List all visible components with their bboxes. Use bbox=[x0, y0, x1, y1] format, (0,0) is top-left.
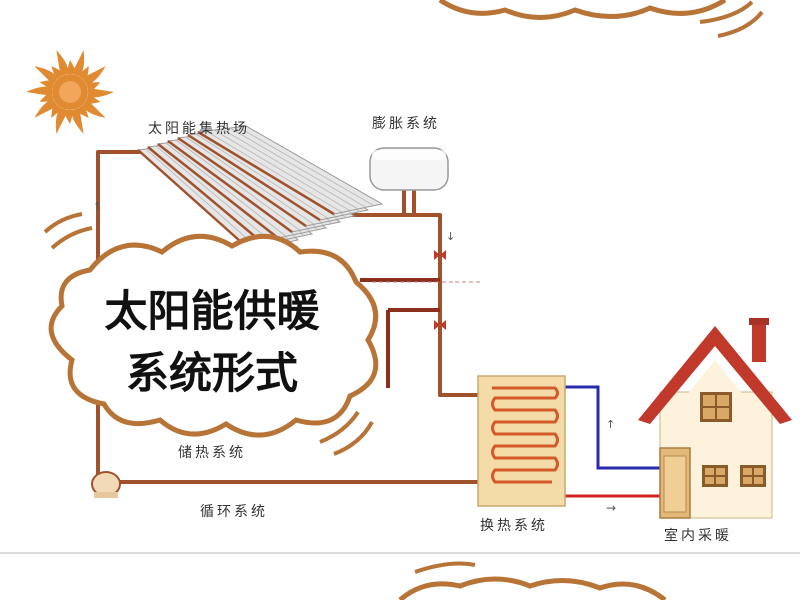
title-cloud: 太阳能供暖 系统形式 bbox=[43, 212, 379, 456]
sun-ray bbox=[85, 82, 101, 92]
title-line-2: 系统形式 bbox=[126, 349, 298, 399]
sun-ray bbox=[85, 93, 101, 104]
label-heat-exchange: 换热系统 bbox=[480, 517, 548, 534]
heat-exchanger-icon bbox=[477, 375, 566, 507]
label-expansion: 膨胀系统 bbox=[372, 115, 440, 132]
cloud-shadow-arcs bbox=[43, 212, 374, 456]
label-circulation: 循环系统 bbox=[200, 504, 268, 520]
sun-ray bbox=[34, 66, 58, 85]
valve-icon bbox=[434, 320, 446, 330]
sun-ray bbox=[66, 60, 76, 74]
title-line-1: 太阳能供暖 bbox=[105, 287, 321, 337]
bottom-cloud-decoration bbox=[398, 561, 667, 600]
label-storage: 储热系统 bbox=[178, 445, 246, 461]
sun-icon bbox=[26, 50, 114, 134]
sun-ray bbox=[51, 66, 64, 80]
label-collector: 太阳能集热场 bbox=[148, 120, 250, 137]
sun-ray bbox=[71, 50, 85, 77]
flow-arrow-icon: ↑ bbox=[93, 200, 102, 213]
flow-arrow-icon: ↑ bbox=[606, 418, 615, 431]
sun-ray bbox=[26, 86, 52, 96]
sun-ray bbox=[55, 107, 69, 134]
sun-ray bbox=[34, 99, 58, 118]
sun-ray bbox=[82, 66, 106, 85]
sun-ray bbox=[39, 80, 55, 91]
expansion-tank-icon bbox=[369, 147, 449, 191]
sun-ray bbox=[71, 107, 84, 134]
flow-arrow-icon: ↓ bbox=[446, 230, 455, 243]
sun-ray bbox=[82, 99, 106, 118]
collector-panel bbox=[196, 125, 384, 216]
solar-collector-field bbox=[136, 125, 384, 251]
sun-ray bbox=[76, 104, 89, 118]
sun-ray bbox=[64, 110, 74, 124]
pump-icon bbox=[91, 471, 121, 498]
label-indoor-heating: 室内采暖 bbox=[664, 527, 732, 544]
valve-icon bbox=[434, 250, 446, 260]
flow-arrow-icon: → bbox=[606, 501, 616, 515]
house-icon bbox=[638, 318, 792, 519]
sun-ray bbox=[56, 50, 69, 77]
top-cloud-decoration bbox=[438, 0, 764, 38]
sun-ray bbox=[88, 88, 114, 98]
